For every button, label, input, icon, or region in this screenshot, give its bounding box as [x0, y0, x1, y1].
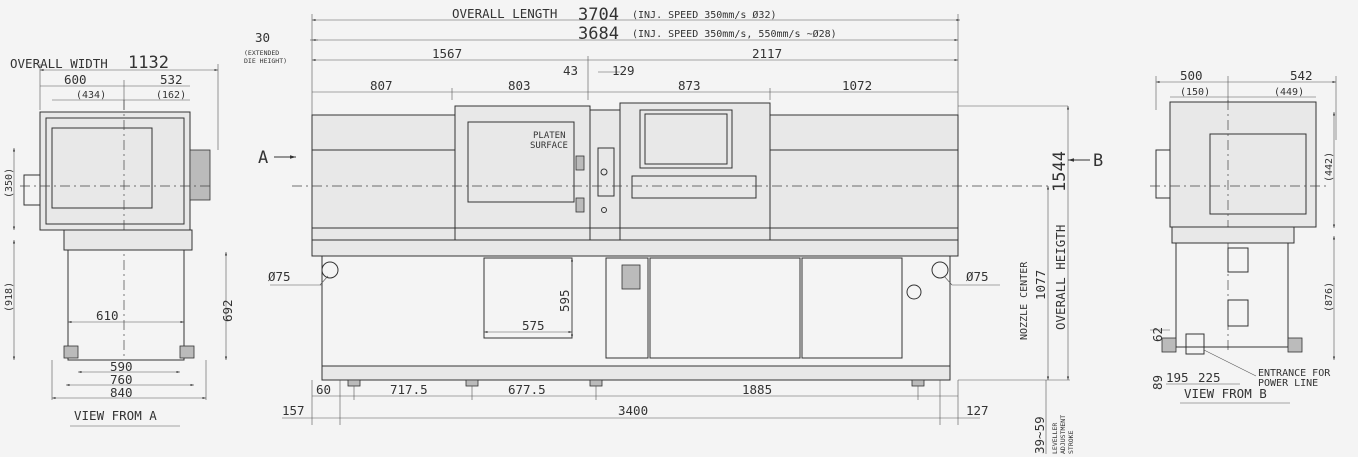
- dim-label: (434): [76, 90, 106, 101]
- view-b-arrow-label: B: [1093, 151, 1103, 171]
- dim-label: 62: [1150, 327, 1165, 342]
- dim-label: 600: [64, 72, 87, 87]
- dim-label: (162): [156, 90, 186, 101]
- inj-speed-note-2: (INJ. SPEED 350mm/s, 550mm/s ~Ø28): [632, 28, 837, 40]
- dim-label: 1885: [742, 382, 772, 397]
- bolt-hole-dim: Ø75: [268, 269, 291, 284]
- inj-speed-note: (INJ. SPEED 350mm/s Ø32): [632, 9, 777, 21]
- side-view: OVERALL LENGTH 3704 (INJ. SPEED 350mm/s …: [244, 5, 1103, 454]
- overall-length-value: 3704: [578, 5, 619, 25]
- dim-label: (350): [4, 168, 15, 198]
- dim-label: 127: [966, 403, 989, 418]
- dim-label: 3400: [618, 403, 648, 418]
- dim-label: 873: [678, 78, 701, 93]
- die-height-value: 30: [255, 30, 270, 45]
- power-line-note: POWER LINE: [1258, 378, 1318, 389]
- view-from-b: 500 542 (150) (449) (442) (876) 62 89 19…: [1150, 68, 1337, 404]
- dim-label: 532: [160, 72, 183, 87]
- dim-label: 595: [557, 289, 572, 312]
- die-height-note: (EXTENDED: [244, 49, 279, 57]
- dim-label: 1567: [432, 46, 462, 61]
- dim-label: 610: [96, 308, 119, 323]
- overall-length-label: OVERALL LENGTH: [452, 6, 557, 21]
- dim-label: 43: [563, 63, 578, 78]
- dim-label: 2117: [752, 46, 782, 61]
- overall-width-value: 1132: [128, 53, 169, 73]
- dim-label: 195: [1166, 370, 1189, 385]
- dim-label: 60: [316, 382, 331, 397]
- overall-width-label: OVERALL WIDTH: [10, 56, 108, 71]
- dim-label: (918): [4, 282, 15, 312]
- leveller-value: 39~59: [1032, 416, 1047, 454]
- dim-label: (449): [1274, 87, 1304, 98]
- dim-label: 89: [1150, 375, 1165, 390]
- platen-surface-label: SURFACE: [530, 141, 568, 151]
- overall-length-value-2: 3684: [578, 24, 619, 44]
- leveller-label: STROKE: [1067, 430, 1075, 454]
- dim-label: 225: [1198, 370, 1221, 385]
- dim-label: (150): [1180, 87, 1210, 98]
- view-a-caption: VIEW FROM A: [74, 408, 157, 423]
- die-height-note: DIE HEIGHT): [244, 57, 287, 65]
- dim-label: 500: [1180, 68, 1203, 83]
- dim-label: 677.5: [508, 382, 546, 397]
- power-line-note: ENTRANCE FOR: [1258, 368, 1331, 379]
- leveller-label: ADJUSTMENT: [1059, 415, 1067, 454]
- dim-label: (442): [1324, 152, 1335, 182]
- leveller-label: LEVELLER: [1051, 423, 1059, 454]
- dim-label: (876): [1324, 282, 1335, 312]
- dim-label: 760: [110, 372, 133, 387]
- dim-label: 1072: [842, 78, 872, 93]
- dim-label: 575: [522, 318, 545, 333]
- overall-height-value: 1544: [1050, 151, 1070, 192]
- overall-height-label: OVERALL HEIGTH: [1053, 225, 1068, 330]
- dim-label: 717.5: [390, 382, 428, 397]
- dim-label: 692: [220, 299, 235, 322]
- dim-label: 807: [370, 78, 393, 93]
- nozzle-center-value: 1077: [1033, 270, 1048, 300]
- dim-label: 129: [612, 63, 635, 78]
- dim-label: 840: [110, 385, 133, 400]
- view-from-a: OVERALL WIDTH 1132 600 532 (434) (162) (…: [4, 53, 235, 427]
- dim-label: 542: [1290, 68, 1313, 83]
- platen-surface-label: PLATEN: [533, 131, 566, 141]
- view-b-caption: VIEW FROM B: [1184, 386, 1267, 401]
- view-a-arrow-label: A: [258, 148, 268, 168]
- dim-label: 803: [508, 78, 531, 93]
- bolt-hole-dim: Ø75: [966, 269, 989, 284]
- nozzle-center-label: NOZZLE CENTER: [1019, 261, 1030, 340]
- dim-label: 590: [110, 359, 133, 374]
- dim-label: 157: [282, 403, 305, 418]
